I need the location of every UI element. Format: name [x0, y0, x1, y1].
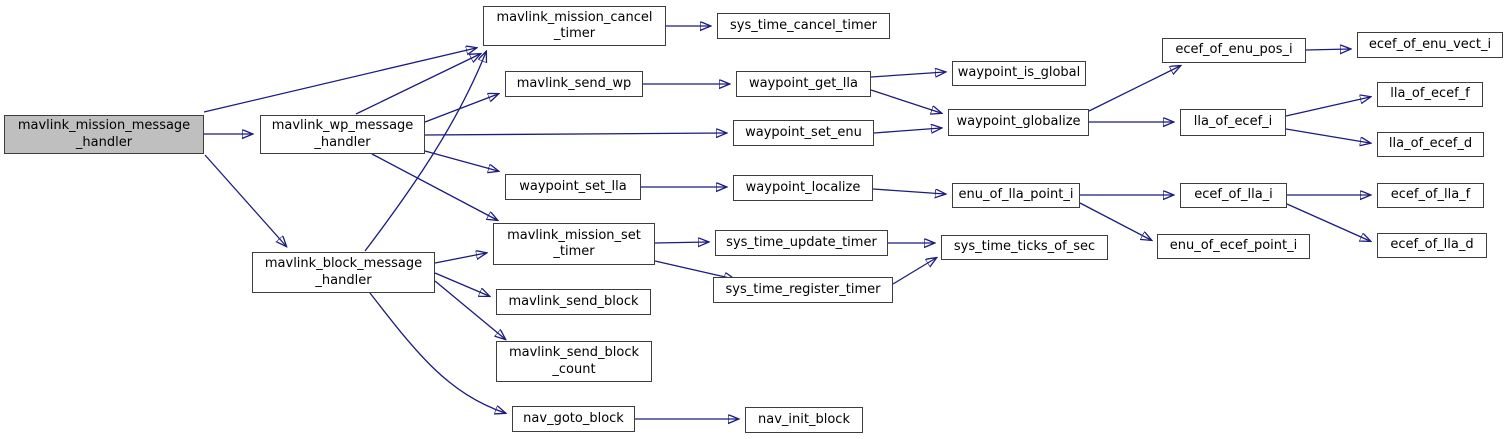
graph-node-label: mavlink_mission_cancel	[496, 9, 653, 25]
graph-node-label: ecef_of_lla_i	[1194, 187, 1273, 203]
graph-node-label: _handler	[314, 134, 371, 150]
edge-mavlink_block_message_handler--nav_goto_block	[369, 292, 505, 413]
edge-waypoint_globalize--ecef_of_enu_pos_i	[1088, 66, 1180, 112]
graph-node-label: _handler	[75, 134, 133, 150]
graph-node-mavlink_mission_set_timer[interactable]: mavlink_mission_set_timer	[493, 223, 655, 265]
graph-node-nav_init_block[interactable]: nav_init_block	[745, 407, 863, 433]
edge-waypoint_set_enu--waypoint_globalize	[873, 128, 941, 133]
graph-node-waypoint_set_lla[interactable]: waypoint_set_lla	[505, 174, 641, 200]
edge-sys_time_register_timer--sys_time_ticks_of_sec	[892, 258, 936, 285]
graph-node-sys_time_update_timer[interactable]: sys_time_update_timer	[715, 230, 888, 256]
graph-node-waypoint_is_global[interactable]: waypoint_is_global	[952, 61, 1086, 86]
graph-node-label: sys_time_update_timer	[726, 234, 877, 250]
graph-node-label: mavlink_send_block	[508, 293, 639, 309]
graph-node-ecef_of_enu_pos_i[interactable]: ecef_of_enu_pos_i	[1162, 38, 1306, 63]
graph-node-label: mavlink_mission_set	[507, 227, 641, 243]
edge-lla_of_ecef_i--lla_of_ecef_d	[1285, 128, 1370, 143]
graph-node-waypoint_localize[interactable]: waypoint_localize	[733, 175, 873, 201]
graph-node-label: ecef_of_lla_d	[1390, 237, 1474, 253]
graph-node-label: enu_of_lla_point_i	[958, 187, 1074, 203]
graph-node-label: waypoint_set_lla	[519, 178, 627, 194]
edge-mavlink_block_message_handler--mavlink_mission_set_timer	[434, 253, 486, 264]
graph-node-waypoint_get_lla[interactable]: waypoint_get_lla	[736, 71, 871, 97]
graph-node-mavlink_send_block[interactable]: mavlink_send_block	[496, 289, 651, 315]
graph-node-label: waypoint_is_global	[957, 65, 1081, 81]
edge-waypoint_localize--enu_of_lla_point_i	[872, 188, 945, 194]
edge-mavlink_wp_message_handler--mavlink_mission_cancel_timer	[355, 54, 480, 115]
edge-waypoint_get_lla--waypoint_globalize	[870, 89, 941, 113]
graph-node-sys_time_ticks_of_sec[interactable]: sys_time_ticks_of_sec	[941, 235, 1108, 260]
graph-node-sys_time_cancel_timer[interactable]: sys_time_cancel_timer	[717, 13, 890, 39]
graph-node-label: _count	[552, 361, 596, 377]
graph-node-label: mavlink_wp_message	[271, 118, 414, 134]
graph-node-label: waypoint_set_enu	[745, 124, 862, 140]
graph-node-label: _timer	[553, 26, 596, 41]
graph-node-label: mavlink_send_block	[508, 345, 640, 361]
graph-node-enu_of_lla_point_i[interactable]: enu_of_lla_point_i	[952, 183, 1080, 208]
graph-node-label: lla_of_ecef_f	[1390, 86, 1470, 102]
edge-lla_of_ecef_i--lla_of_ecef_f	[1285, 97, 1370, 117]
graph-node-label: sys_time_ticks_of_sec	[953, 239, 1096, 255]
graph-node-mavlink_send_wp[interactable]: mavlink_send_wp	[505, 71, 643, 97]
edge-mavlink_mission_message_handler--mavlink_block_message_handler	[204, 154, 286, 246]
graph-node-lla_of_ecef_f[interactable]: lla_of_ecef_f	[1377, 82, 1483, 107]
graph-node-mavlink_block_message_handler[interactable]: mavlink_block_message_handler	[252, 252, 435, 293]
edge-mavlink_mission_set_timer--sys_time_update_timer	[654, 242, 708, 243]
graph-node-label: sys_time_cancel_timer	[730, 17, 877, 33]
graph-node-label: sys_time_register_timer	[725, 281, 881, 297]
graph-node-label: ecef_of_enu_pos_i	[1175, 42, 1293, 58]
graph-node-ecef_of_lla_i[interactable]: ecef_of_lla_i	[1180, 183, 1287, 208]
edge-mavlink_mission_set_timer--sys_time_register_timer	[654, 260, 734, 279]
graph-node-waypoint_globalize[interactable]: waypoint_globalize	[948, 109, 1089, 136]
edge-mavlink_wp_message_handler--waypoint_set_lla	[424, 150, 498, 171]
graph-node-ecef_of_enu_vect_i[interactable]: ecef_of_enu_vect_i	[1357, 32, 1503, 58]
graph-node-lla_of_ecef_i[interactable]: lla_of_ecef_i	[1180, 109, 1286, 136]
edges	[203, 26, 1370, 419]
edge-mavlink_block_message_handler--mavlink_send_block	[434, 272, 489, 296]
graph-node-mavlink_send_block_count[interactable]: mavlink_send_block_count	[496, 341, 652, 382]
graph-node-mavlink_wp_message_handler[interactable]: mavlink_wp_message_handler	[260, 115, 425, 154]
graph-node-label: nav_init_block	[758, 411, 850, 427]
graph-node-label: _timer	[553, 244, 595, 259]
graph-node-label: mavlink_send_wp	[516, 75, 632, 91]
edge-mavlink_wp_message_handler--waypoint_set_enu	[424, 133, 726, 135]
graph-node-mavlink_mission_message_handler: mavlink_mission_message_handler	[4, 115, 204, 154]
graph-node-label: waypoint_localize	[745, 179, 861, 195]
graph-node-label: ecef_of_enu_vect_i	[1368, 36, 1492, 52]
edge-enu_of_lla_point_i--enu_of_ecef_point_i	[1079, 202, 1151, 240]
graph-node-nav_goto_block[interactable]: nav_goto_block	[512, 406, 635, 432]
edge-mavlink_block_message_handler--mavlink_send_block_count	[434, 280, 505, 339]
graph-node-ecef_of_lla_d[interactable]: ecef_of_lla_d	[1377, 233, 1487, 258]
graph-node-lla_of_ecef_d[interactable]: lla_of_ecef_d	[1377, 132, 1484, 157]
edge-ecef_of_lla_i--ecef_of_lla_d	[1286, 203, 1370, 241]
graph-node-label: nav_goto_block	[523, 410, 624, 426]
edge-waypoint_get_lla--waypoint_is_global	[870, 72, 945, 77]
edge-mavlink_wp_message_handler--mavlink_mission_set_timer	[371, 153, 497, 220]
graph-node-mavlink_mission_cancel_timer[interactable]: mavlink_mission_cancel_timer	[483, 6, 666, 46]
graph-node-enu_of_ecef_point_i[interactable]: enu_of_ecef_point_i	[1157, 234, 1310, 259]
graph-node-label: ecef_of_lla_f	[1390, 187, 1471, 203]
edge-mavlink_mission_message_handler--mavlink_mission_cancel_timer	[203, 48, 476, 113]
graph-node-label: lla_of_ecef_d	[1388, 136, 1473, 152]
graph-node-label: mavlink_block_message	[264, 256, 423, 272]
edge-mavlink_wp_message_handler--mavlink_send_wp	[424, 94, 498, 123]
graph-node-label: waypoint_get_lla	[749, 75, 858, 91]
graph-node-label: waypoint_globalize	[956, 114, 1081, 130]
graph-node-sys_time_register_timer[interactable]: sys_time_register_timer	[713, 277, 893, 303]
graph-node-label: _handler	[315, 272, 372, 288]
graph-node-label: mavlink_mission_message	[17, 118, 191, 134]
graph-node-label: enu_of_ecef_point_i	[1169, 238, 1298, 254]
graph-node-ecef_of_lla_f[interactable]: ecef_of_lla_f	[1377, 183, 1484, 208]
edge-ecef_of_enu_pos_i--ecef_of_enu_vect_i	[1305, 49, 1350, 50]
graph-node-label: lla_of_ecef_i	[1193, 114, 1273, 130]
graph-node-waypoint_set_enu[interactable]: waypoint_set_enu	[733, 120, 874, 146]
